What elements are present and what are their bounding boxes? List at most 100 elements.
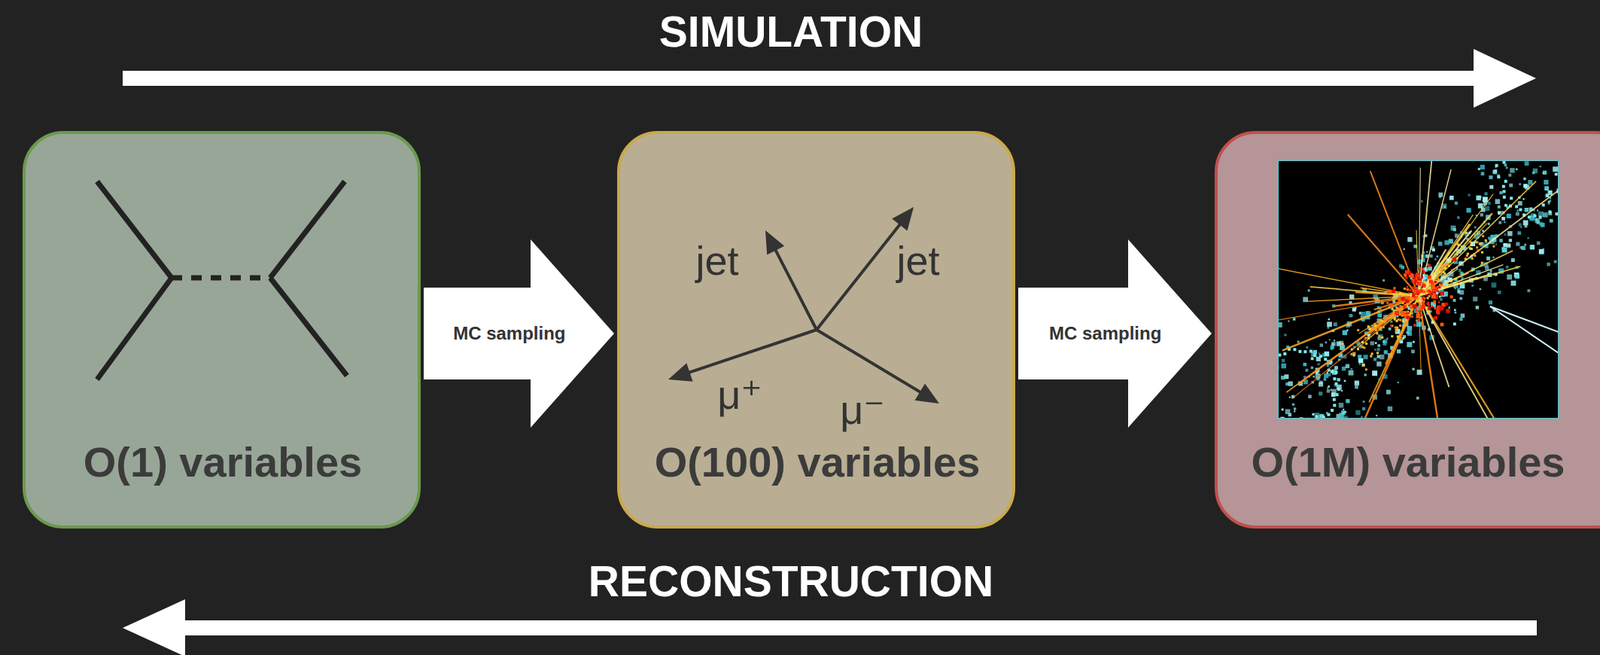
orange-hit	[1439, 266, 1442, 269]
calorimeter-hit	[1390, 320, 1393, 323]
calorimeter-hit	[1518, 222, 1522, 226]
calorimeter-hit	[1471, 284, 1474, 287]
calorimeter-hit	[1523, 183, 1527, 188]
calorimeter-hit	[1377, 354, 1381, 358]
flow-title: RECONSTRUCTION	[588, 556, 994, 607]
track	[1416, 230, 1419, 296]
calorimeter-hit	[1508, 173, 1512, 177]
calorimeter-hit	[1523, 177, 1526, 180]
calorimeter-hit	[1492, 170, 1497, 175]
calorimeter-hit	[1302, 362, 1307, 367]
core-hit	[1429, 279, 1433, 283]
node-title-holder: O(1) variables	[83, 438, 362, 487]
calorimeter-hit	[1412, 340, 1415, 344]
track	[1418, 212, 1493, 296]
calorimeter-hit	[1506, 213, 1512, 219]
muon-chamber-hit	[1277, 353, 1281, 357]
core-hit	[1417, 292, 1420, 296]
core-hit	[1405, 312, 1408, 314]
orange-hit	[1399, 319, 1402, 322]
calorimeter-hit	[1427, 266, 1433, 271]
orange-hit	[1399, 292, 1402, 296]
track-arrowhead	[765, 230, 785, 256]
track	[1418, 194, 1494, 296]
core-hit	[1400, 310, 1406, 316]
calorimeter-hit	[1327, 385, 1330, 388]
orange-hit	[1402, 301, 1405, 305]
calorimeter-hit	[1331, 389, 1336, 394]
core-hit	[1409, 288, 1412, 292]
core-hit	[1444, 302, 1448, 306]
calorimeter-hit	[1327, 373, 1331, 377]
orange-hit	[1481, 261, 1484, 265]
core-hit	[1411, 293, 1415, 297]
core-hit	[1432, 300, 1436, 304]
calorimeter-hit	[1449, 195, 1454, 201]
simulation-arrow-head	[1473, 48, 1537, 108]
orange-hit	[1353, 352, 1356, 355]
core-hit	[1438, 301, 1440, 303]
calorimeter-hit	[1475, 195, 1481, 201]
calorimeter-hit	[1554, 260, 1558, 264]
orange-hit	[1393, 318, 1397, 321]
calorimeter-hit	[1311, 413, 1315, 416]
calorimeter-hit	[1325, 341, 1328, 344]
core-hit	[1434, 280, 1437, 283]
calorimeter-hit	[1372, 294, 1378, 300]
calorimeter-hit	[1505, 265, 1509, 269]
track	[1282, 295, 1419, 351]
orange-hit	[1390, 334, 1394, 338]
core-hit	[1430, 284, 1436, 289]
calorimeter-hit	[1396, 315, 1400, 318]
calorimeter-hit	[1342, 330, 1348, 336]
calorimeter-hit	[1411, 349, 1415, 353]
track	[1418, 160, 1433, 296]
muon-chamber-hit	[1315, 414, 1319, 418]
orange-hit	[1469, 240, 1472, 244]
calorimeter-hit	[1524, 161, 1530, 166]
core-hit	[1417, 319, 1420, 322]
muon-chamber-hit	[1332, 398, 1336, 402]
calorimeter-hit	[1508, 183, 1513, 188]
calorimeter-hit	[1318, 391, 1323, 396]
calorimeter-hit	[1491, 282, 1497, 288]
calorimeter-hit	[1484, 206, 1491, 212]
calorimeter-hit	[1542, 248, 1544, 250]
core-hit	[1421, 267, 1424, 270]
calorimeter-hit	[1509, 167, 1515, 174]
calorimeter-hit	[1487, 201, 1491, 205]
core-hit	[1426, 302, 1429, 305]
track	[1418, 264, 1503, 296]
orange-hit	[1480, 242, 1483, 245]
fermion-line	[97, 277, 172, 380]
calorimeter-hit	[1280, 363, 1287, 369]
calorimeter-hit	[1305, 346, 1308, 349]
calorimeter-hit	[1478, 167, 1481, 171]
calorimeter-hit	[1338, 402, 1345, 408]
track	[1418, 249, 1446, 296]
track	[1418, 188, 1559, 296]
core-hit	[1440, 291, 1445, 296]
calorimeter-hit	[1344, 380, 1347, 383]
calorimeter-hit	[1345, 364, 1350, 369]
orange-hit	[1404, 322, 1407, 325]
track	[1418, 274, 1490, 296]
calorimeter-hit	[1354, 385, 1359, 390]
orange-hit	[1382, 325, 1385, 329]
calorimeter-hit	[1408, 328, 1412, 332]
calorimeter-hit	[1281, 358, 1286, 363]
detector-level-box: O(1M) variables	[1214, 130, 1600, 529]
calorimeter-hit	[1492, 256, 1494, 259]
calorimeter-hit	[1328, 318, 1330, 320]
calorimeter-hit	[1318, 352, 1321, 355]
calorimeter-hit	[1460, 313, 1466, 318]
muon-chamber-hit	[1502, 161, 1506, 165]
calorimeter-hit	[1536, 241, 1541, 246]
calorimeter-hit	[1379, 354, 1385, 359]
calorimeter-hit	[1342, 408, 1345, 411]
track	[1347, 214, 1419, 296]
track	[1298, 295, 1419, 384]
muon-chamber-hit	[1548, 209, 1552, 213]
calorimeter-hit	[1520, 226, 1522, 229]
calorimeter-hit	[1447, 306, 1451, 309]
